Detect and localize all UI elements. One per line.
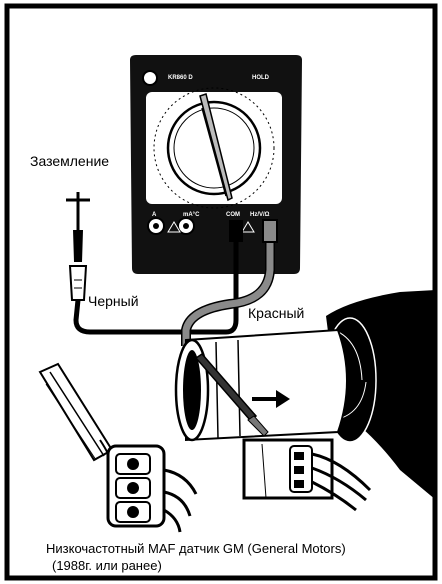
red-probe-plug: [263, 220, 277, 242]
meter-brand: KR860 D: [168, 75, 193, 81]
black-wire-label: Черный: [88, 293, 139, 309]
red-wire-label: Красный: [248, 305, 304, 321]
port-ma-label: mA°C: [183, 212, 199, 218]
port-a-label: A: [152, 212, 156, 218]
caption-line-2: (1988г. или ранее): [46, 557, 346, 574]
caption-line-1: Низкочастотный MAF датчик GM (General Mo…: [46, 540, 346, 557]
meter-hold-label: HOLD: [252, 75, 269, 81]
port-com-label: COM: [226, 212, 240, 218]
port-hz-label: Hz/V/Ω: [250, 212, 269, 218]
maf-sensor-housing: [176, 330, 347, 440]
diagram-caption: Низкочастотный MAF датчик GM (General Mo…: [46, 540, 346, 574]
power-button: [143, 71, 157, 85]
ground-label: Заземление: [30, 153, 109, 169]
